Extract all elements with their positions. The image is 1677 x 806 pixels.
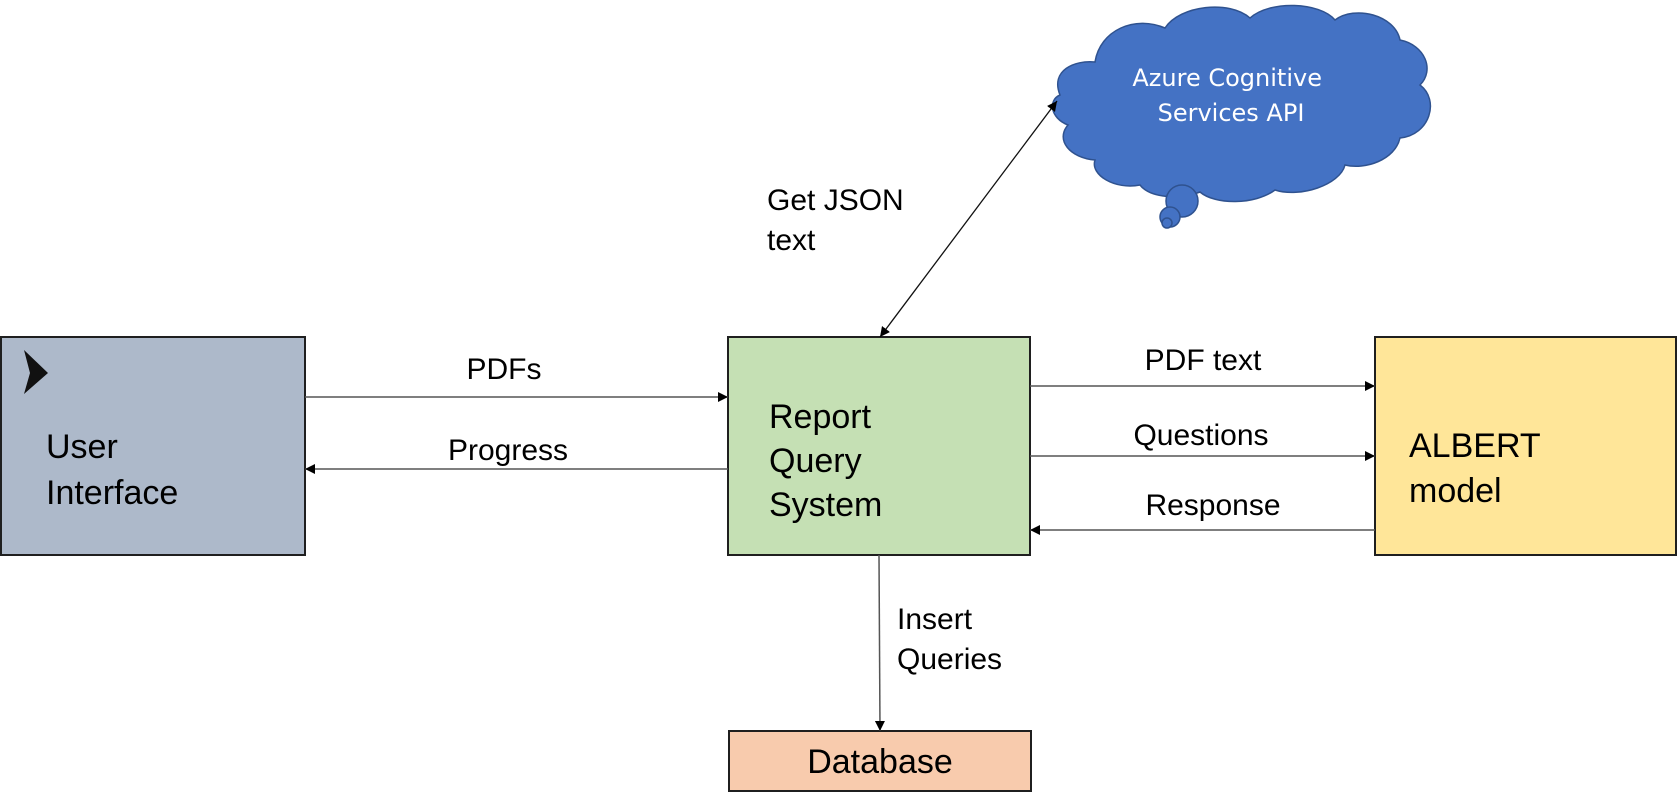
svg-text:Report Query Syste: Report Query System <box>769 398 882 524</box>
edge-response: Response <box>1030 489 1375 535</box>
user-interface-box <box>0 336 306 556</box>
svg-text:ALBERT model: ALBERT model <box>1409 427 1550 510</box>
albert-label-line2: model <box>1409 472 1502 510</box>
azure-label-line1: Azure Cognitive <box>1132 64 1322 92</box>
edge-get-json-label-line2: text <box>767 224 816 257</box>
report-query-system-node: Report Query System <box>727 336 1031 556</box>
cloud-shape <box>1051 4 1431 203</box>
edge-progress-label: Progress <box>448 434 568 467</box>
cloud-bubble-small <box>1161 217 1173 229</box>
albert-model-box <box>1374 336 1677 556</box>
edge-get-json-line <box>879 100 1058 338</box>
albert-label-line1: ALBERT <box>1409 427 1540 465</box>
svg-text:Insert Queries: Insert Queries <box>897 603 1002 676</box>
database-node: Database <box>728 730 1032 792</box>
albert-model-node: ALBERT model <box>1374 336 1677 556</box>
database-box <box>728 730 1032 792</box>
edge-get-json-label-line1: Get JSON <box>767 184 904 217</box>
edge-response-label: Response <box>1145 489 1280 522</box>
edge-pdfs-label: PDFs <box>467 353 542 386</box>
edge-insert-queries: Insert Queries <box>874 554 1002 732</box>
svg-text:Get JSON text: Get JSON text <box>767 184 912 257</box>
user-interface-label-line1: User <box>46 428 118 466</box>
user-interface-label-line2: Interface <box>46 474 178 512</box>
edge-questions-label: Questions <box>1133 419 1268 452</box>
rqs-label-line3: System <box>769 486 882 524</box>
edge-pdf-text-label: PDF text <box>1145 344 1262 377</box>
azure-cloud-node: Azure Cognitive Services API <box>1051 4 1431 229</box>
edge-pdf-text: PDF text <box>1030 344 1375 391</box>
edge-pdfs: PDFs <box>305 353 728 402</box>
edge-insert-queries-label-line2: Queries <box>897 643 1002 676</box>
chevron-logo-icon <box>24 350 48 394</box>
edge-questions: Questions <box>1030 419 1375 461</box>
rqs-label-line2: Query <box>769 442 862 480</box>
azure-label-line2: Services API <box>1158 99 1305 127</box>
edge-insert-queries-line <box>874 554 885 732</box>
edge-insert-queries-label-line1: Insert <box>897 603 973 636</box>
user-interface-node: User Interface <box>0 336 306 556</box>
svg-text:Azure Cognitive Services: Azure Cognitive Services API <box>1132 64 1329 127</box>
edge-get-json: Get JSON text <box>767 100 1058 338</box>
rqs-label-line1: Report <box>769 398 872 436</box>
edge-progress: Progress <box>305 434 728 474</box>
database-label: Database <box>807 743 953 781</box>
svg-text:User Interface: User Interface <box>46 428 178 512</box>
